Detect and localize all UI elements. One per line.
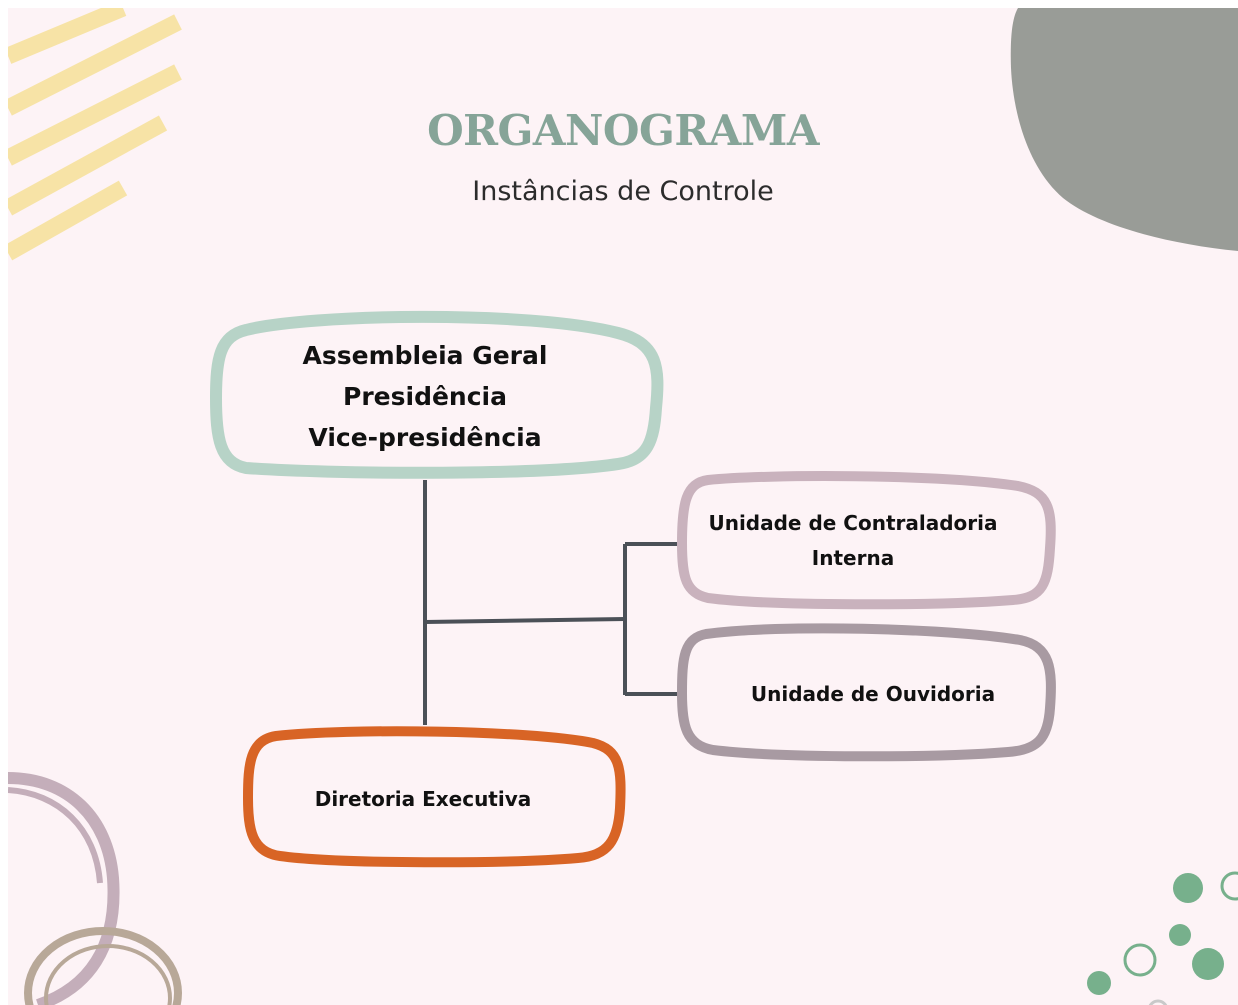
node-label-line: Unidade de Contraladoria xyxy=(708,511,998,535)
node-border-diretoria xyxy=(243,726,626,868)
node-label-line: Interna xyxy=(811,546,895,570)
node-border-controladoria xyxy=(677,471,1056,610)
node-diretoria-executiva: Diretoria Executiva xyxy=(258,743,588,855)
node-label-line: Assembleia Geral xyxy=(302,340,548,370)
node-border-top xyxy=(210,310,664,479)
page-subtitle: Instâncias de Controle xyxy=(472,176,774,207)
node-label: Diretoria Executiva xyxy=(314,787,532,811)
connector-lines xyxy=(423,480,680,725)
node-label-line: Presidência xyxy=(343,381,507,411)
circles-decoration xyxy=(8,772,182,1005)
decoration-layer xyxy=(8,8,1238,1005)
yellow-stripes-decoration xyxy=(8,8,182,261)
node-border-ouvidoria xyxy=(677,623,1056,762)
green-dots-decoration xyxy=(1087,871,1238,1005)
gray-blob-decoration xyxy=(1010,8,1238,251)
node-label: Unidade de Ouvidoria xyxy=(750,682,996,706)
slide-canvas: ORGANOGRAMA Instâncias de Controle Assem… xyxy=(8,8,1238,1005)
node-controladoria: Unidade de Contraladoria Interna xyxy=(688,486,1018,596)
node-label-line: Vice-presidência xyxy=(308,422,542,452)
connector-horizontal xyxy=(424,617,626,624)
page-title: ORGANOGRAMA xyxy=(427,106,819,155)
node-ouvidoria: Unidade de Ouvidoria xyxy=(708,638,1038,750)
node-assembleia-presidencia: Assembleia Geral Presidência Vice-presid… xyxy=(220,326,630,466)
